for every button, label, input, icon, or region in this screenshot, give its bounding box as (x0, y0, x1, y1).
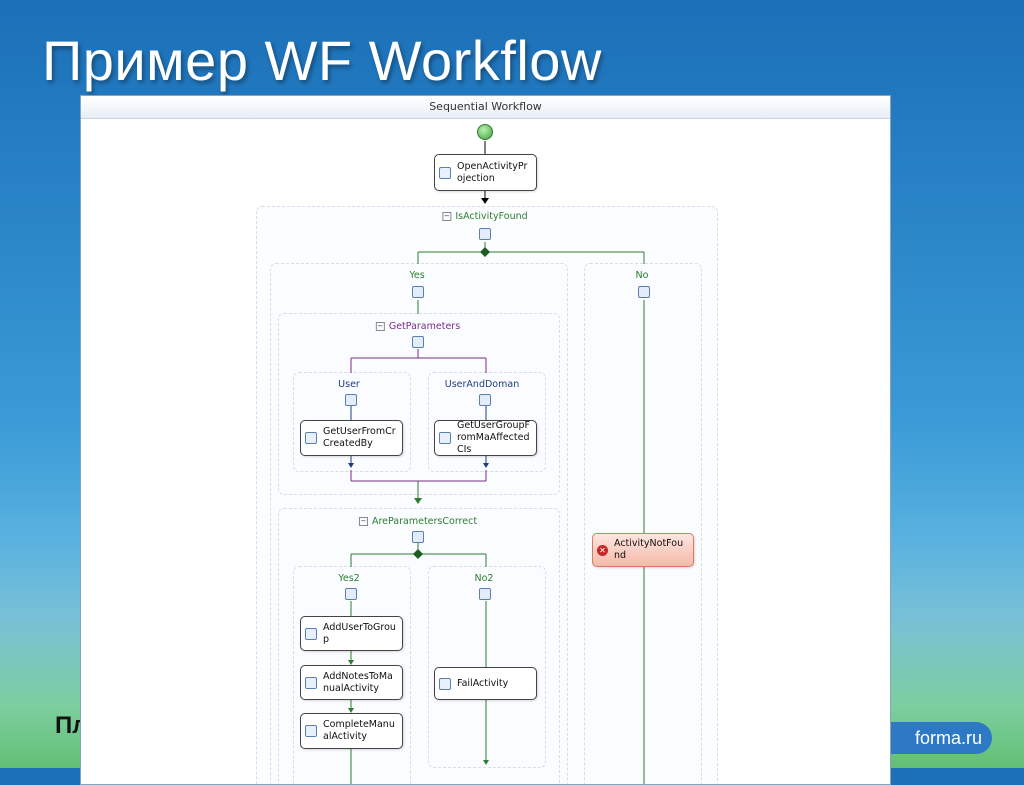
error-icon: ✕ (597, 544, 608, 556)
slide-title: Пример WF Workflow (42, 29, 602, 92)
arrow-head (348, 463, 354, 468)
branch-label-no: No (635, 270, 649, 281)
activity-get-user-group[interactable]: GetUserGroupFromMaAffectedCIs (434, 420, 537, 456)
code-activity-icon (305, 432, 317, 444)
sequence-icon (479, 588, 491, 600)
activity-get-user-from-cr-created-by[interactable]: GetUserFromCrCreatedBy (300, 420, 403, 456)
connector-lines (348, 141, 645, 784)
start-icon[interactable] (477, 124, 493, 140)
branch-no-container (584, 263, 702, 784)
sequence-icon (479, 394, 491, 406)
arrow-head (348, 708, 354, 713)
code-activity-icon (439, 432, 451, 444)
parallel-icon (412, 336, 424, 348)
collapse-icon[interactable]: − (358, 517, 368, 526)
code-activity-icon (439, 166, 451, 179)
arrow-head (348, 660, 354, 665)
decision-diamond (413, 549, 423, 559)
collapse-icon[interactable]: − (375, 322, 385, 331)
branch-label-yes2: Yes2 (338, 573, 360, 584)
code-activity-icon (439, 677, 451, 690)
sequence-icon (345, 394, 357, 406)
branch-label-no2: No2 (474, 573, 494, 584)
collapse-icon[interactable]: − (442, 212, 452, 221)
activity-add-user-to-group[interactable]: AddUserToGroup (300, 616, 403, 651)
decision-diamond (480, 247, 490, 257)
ifelse-icon (479, 228, 491, 240)
ifelse-label-isactivityfound[interactable]: −IsActivityFound (442, 211, 528, 222)
parallel-label-getparameters[interactable]: −GetParameters (375, 321, 461, 332)
branch-label-useranddoman: UserAndDoman (444, 379, 520, 390)
arrow-head (481, 198, 489, 204)
arrow-head (414, 498, 422, 504)
ifelse-label-areparameterscorrect[interactable]: −AreParametersCorrect (358, 516, 478, 527)
ifelse-icon (412, 531, 424, 543)
branch-label-user: User (338, 379, 360, 390)
branch-label-yes: Yes (409, 270, 425, 281)
activity-complete-manual-activity[interactable]: CompleteManualActivity (300, 713, 403, 749)
sequence-icon (345, 588, 357, 600)
activity-activity-not-found[interactable]: ✕ ActivityNotFound (592, 533, 694, 567)
designer-header: Sequential Workflow (81, 96, 890, 119)
arrow-head (483, 463, 489, 468)
activity-open-activity-projection[interactable]: OpenActivityProjection (434, 154, 537, 191)
arrow-head (483, 760, 489, 765)
code-activity-icon (305, 725, 317, 737)
workflow-designer-window: Sequential Workflow OpenActivityProjecti… (80, 95, 891, 785)
activity-add-notes-to-manual-activity[interactable]: AddNotesToManualActivity (300, 665, 403, 700)
code-activity-icon (305, 627, 317, 640)
sequence-icon (412, 286, 424, 298)
sequence-icon (638, 286, 650, 298)
activity-fail-activity[interactable]: FailActivity (434, 667, 537, 700)
workflow-canvas: Sequential Workflow OpenActivityProjecti… (81, 96, 890, 784)
code-activity-icon (305, 676, 317, 689)
